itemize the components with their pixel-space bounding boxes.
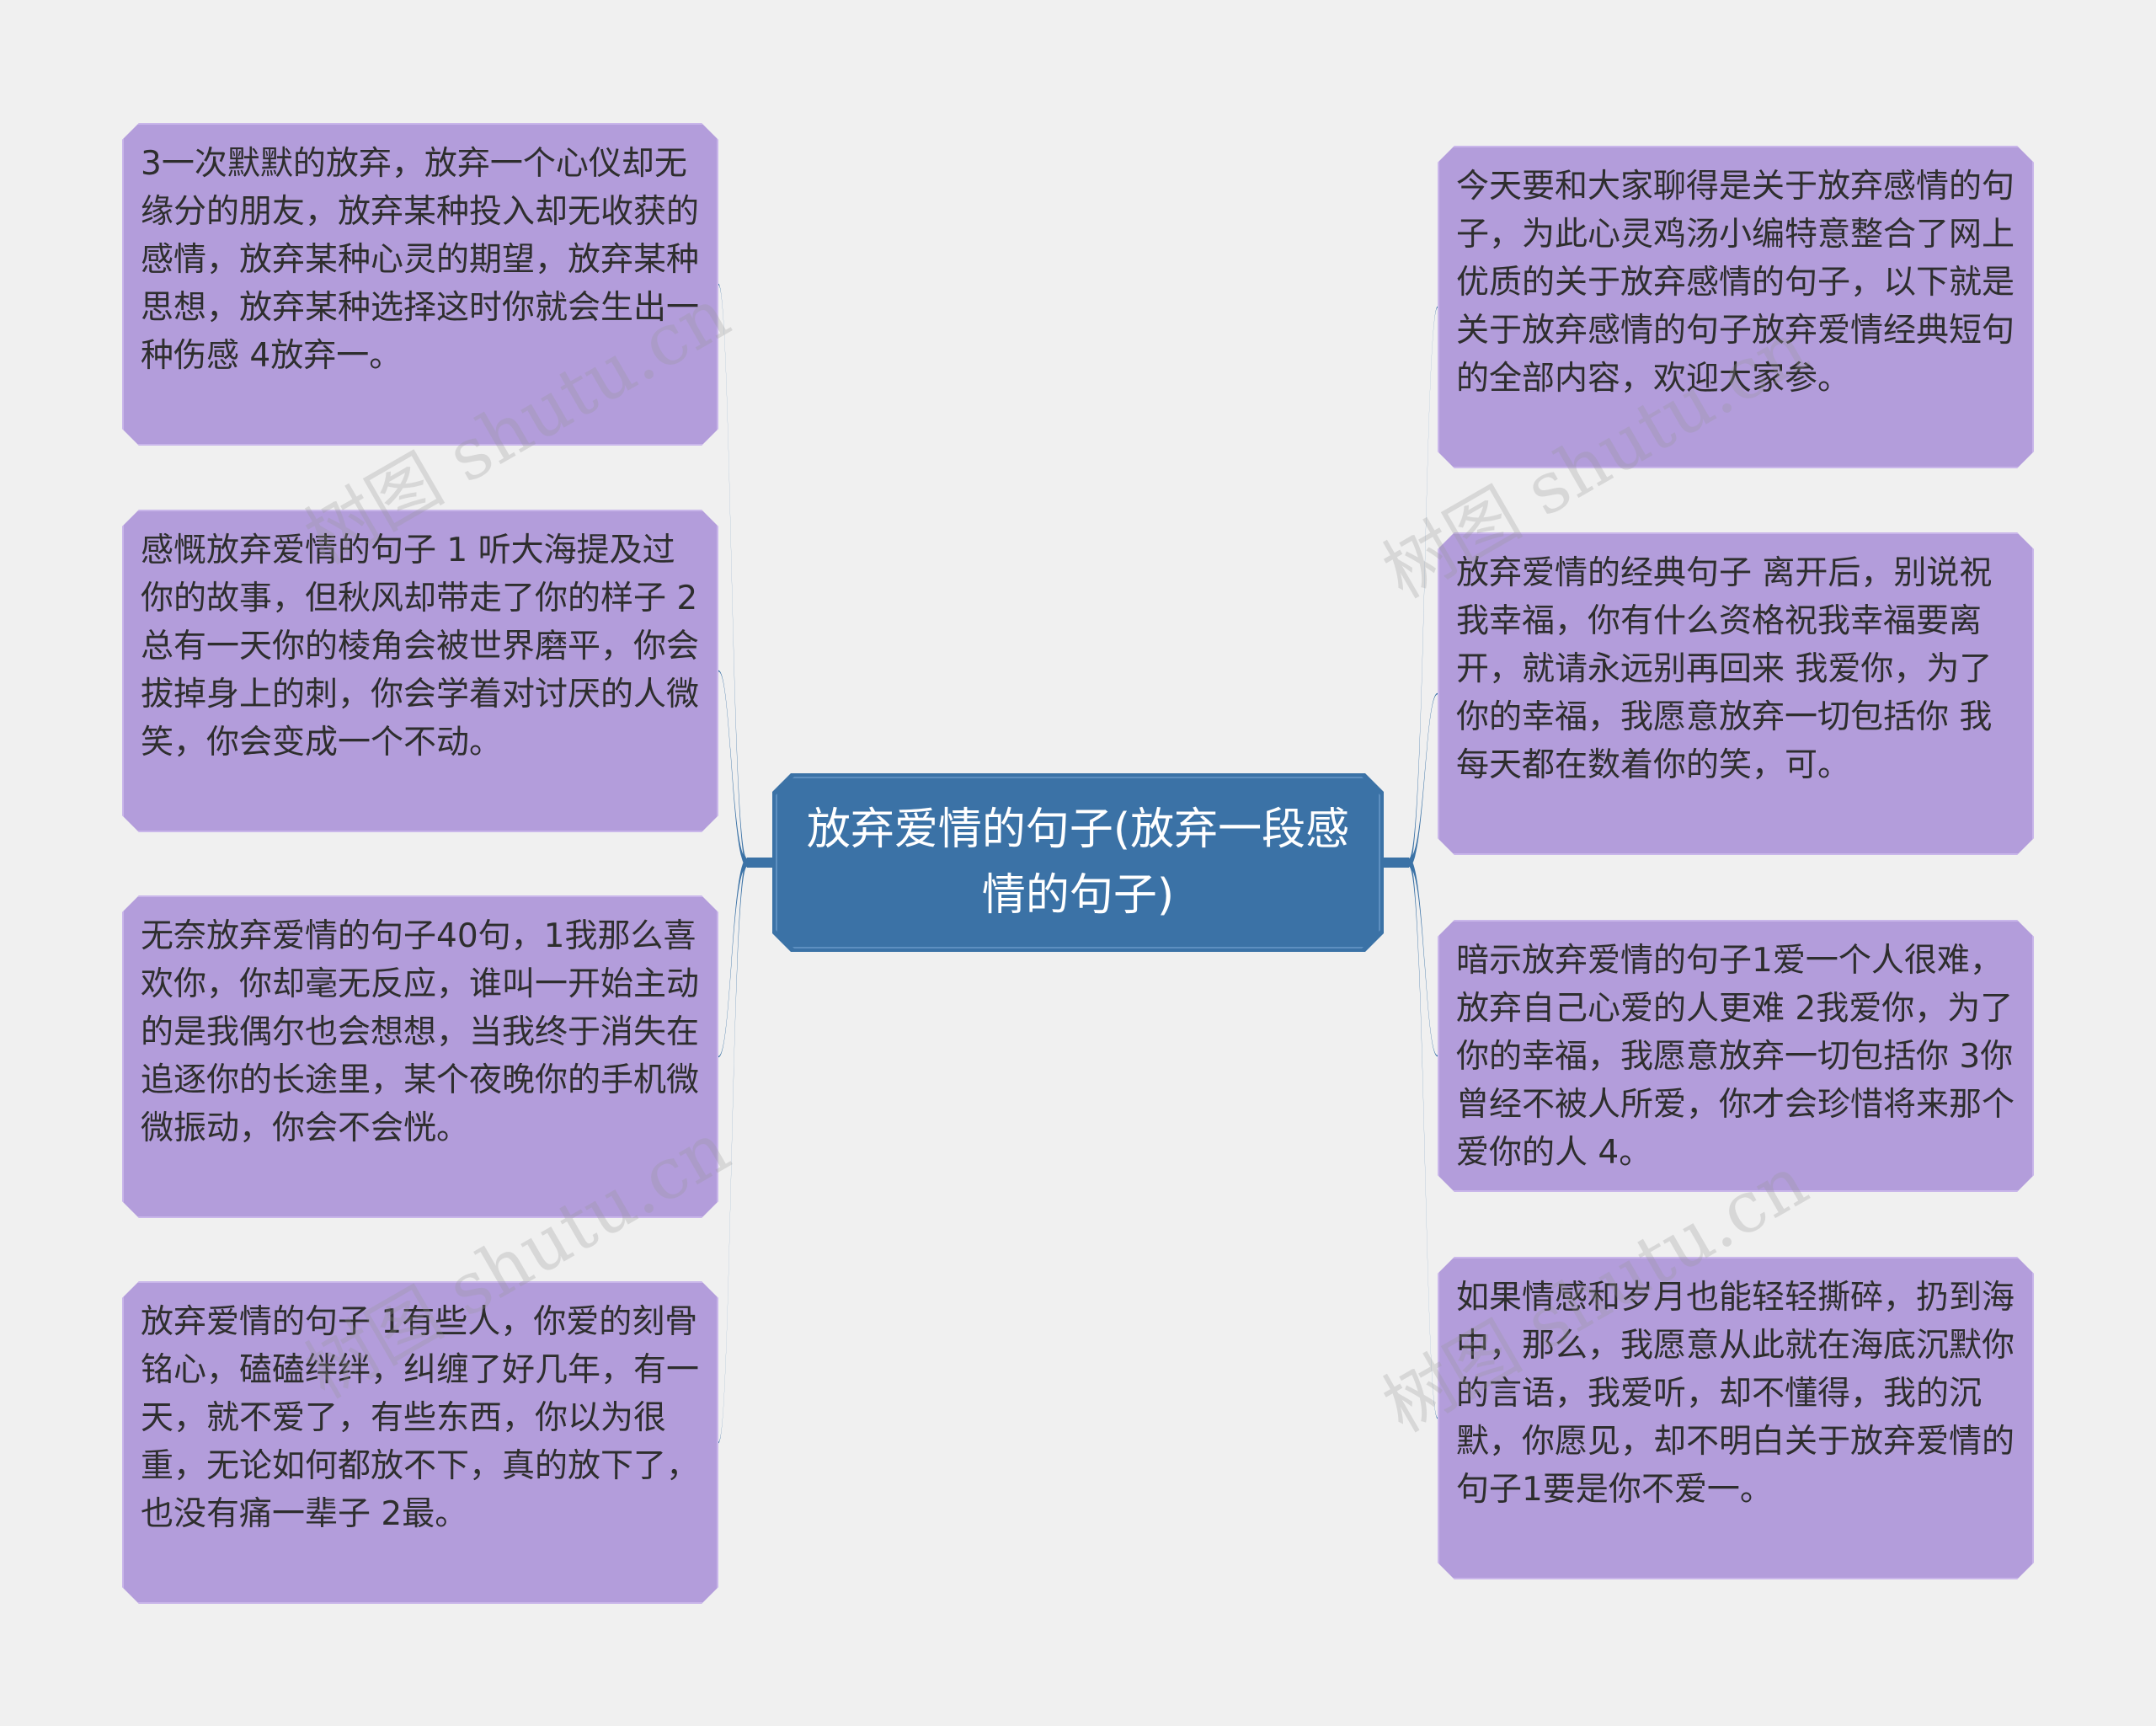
left-node-4[interactable]: 放弃爱情的句子 1有些人，你爱的刻骨铭心，磕磕绊绊，纠缠了好几年，有一天，就不爱… bbox=[122, 1281, 718, 1604]
node-text: 无奈放弃爱情的句子40句，1我那么喜欢你，你却毫无反应，谁叫一开始主动的是我偶尔… bbox=[141, 917, 700, 1147]
right-node-4[interactable]: 如果情感和岁月也能轻轻撕碎，扔到海中，那么，我愿意从此就在海底沉默你的言语，我爱… bbox=[1438, 1257, 2034, 1579]
node-text: 如果情感和岁月也能轻轻撕碎，扔到海中，那么，我愿意从此就在海底沉默你的言语，我爱… bbox=[1456, 1279, 2015, 1509]
root-topic[interactable]: 放弃爱情的句子(放弃一段感情的句子) bbox=[772, 773, 1384, 952]
right-node-1[interactable]: 今天要和大家聊得是关于放弃感情的句子，为此心灵鸡汤小编特意整合了网上优质的关于放… bbox=[1438, 146, 2034, 468]
right-connector-1 bbox=[1409, 306, 1438, 867]
node-text: 暗示放弃爱情的句子1爱一个人很难，放弃自己心爱的人更难 2我爱你，为了你的幸福，… bbox=[1456, 942, 2015, 1172]
left-connector-2 bbox=[718, 670, 747, 867]
node-text: 放弃爱情的句子 1有些人，你爱的刻骨铭心，磕磕绊绊，纠缠了好几年，有一天，就不爱… bbox=[141, 1303, 700, 1533]
left-node-3[interactable]: 无奈放弃爱情的句子40句，1我那么喜欢你，你却毫无反应，谁叫一开始主动的是我偶尔… bbox=[122, 895, 718, 1218]
node-text: 放弃爱情的经典句子 离开后，别说祝我幸福，你有什么资格祝我幸福要离开，就请永远别… bbox=[1456, 554, 1993, 784]
node-text: 今天要和大家聊得是关于放弃感情的句子，为此心灵鸡汤小编特意整合了网上优质的关于放… bbox=[1456, 168, 2015, 398]
node-text: 感慨放弃爱情的句子 1 听大海提及过你的故事，但秋风却带走了你的样子 2 总有一… bbox=[141, 532, 700, 761]
root-topic-text: 放弃爱情的句子(放弃一段感情的句子) bbox=[806, 804, 1350, 921]
right-node-3[interactable]: 暗示放弃爱情的句子1爱一个人很难，放弃自己心爱的人更难 2我爱你，为了你的幸福，… bbox=[1438, 920, 2034, 1192]
left-node-1[interactable]: 3一次默默的放弃，放弃一个心仪却无缘分的朋友，放弃某种投入却无收获的感情，放弃某… bbox=[122, 123, 718, 446]
right-connector-3 bbox=[1409, 858, 1438, 1057]
node-text: 3一次默默的放弃，放弃一个心仪却无缘分的朋友，放弃某种投入却无收获的感情，放弃某… bbox=[141, 145, 700, 375]
left-connector-3 bbox=[718, 858, 747, 1058]
left-node-2[interactable]: 感慨放弃爱情的句子 1 听大海提及过你的故事，但秋风却带走了你的样子 2 总有一… bbox=[122, 510, 718, 832]
right-node-2[interactable]: 放弃爱情的经典句子 离开后，别说祝我幸福，你有什么资格祝我幸福要离开，就请永远别… bbox=[1438, 532, 2034, 855]
right-connector-2 bbox=[1409, 692, 1438, 867]
